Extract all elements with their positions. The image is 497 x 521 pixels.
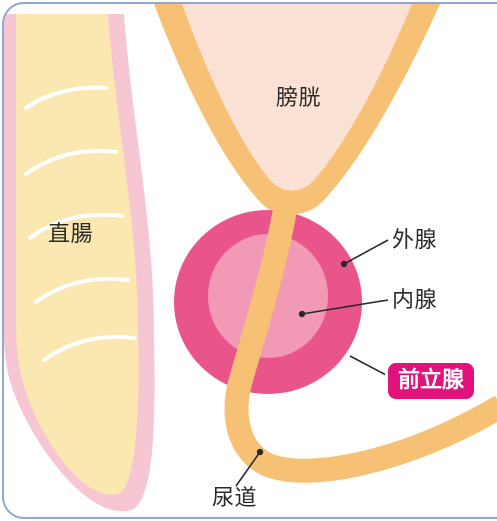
rectum-label: 直腸 bbox=[48, 224, 93, 246]
anatomy-illustration bbox=[4, 4, 497, 519]
urethra-label: 尿道 bbox=[212, 488, 257, 510]
prostate-badge: 前立腺 bbox=[388, 363, 474, 399]
bladder-label: 膀胱 bbox=[276, 88, 321, 110]
outer-gland-label: 外腺 bbox=[392, 230, 437, 252]
inner-gland-label: 内腺 bbox=[392, 290, 437, 312]
